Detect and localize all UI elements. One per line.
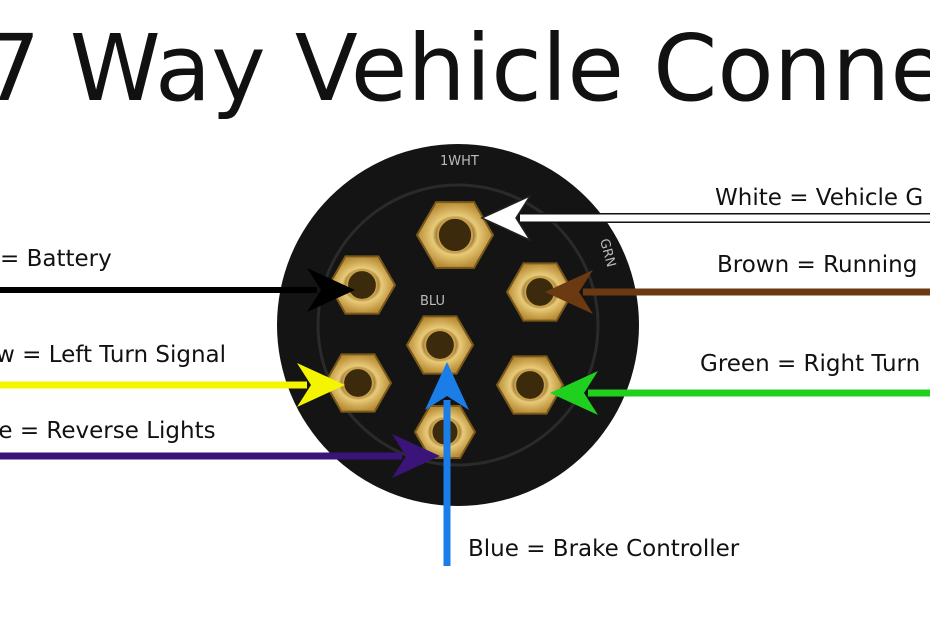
marking-top: 1WHT <box>440 154 479 169</box>
connector-ring <box>316 183 600 467</box>
label-white: White = Vehicle G <box>715 185 923 211</box>
label-brown: Brown = Running <box>717 252 917 278</box>
label-left-turn: w = Left Turn Signal <box>0 342 226 368</box>
pin-screw-top <box>436 216 474 254</box>
arrow-blue <box>425 362 469 566</box>
label-battery: = Battery <box>0 246 112 272</box>
arrow-black <box>0 268 355 312</box>
pin-screw-lower-right <box>514 369 546 401</box>
label-reverse: le = Reverse Lights <box>0 418 216 444</box>
pin-screw-center <box>424 329 456 361</box>
arrow-green <box>550 371 930 415</box>
arrow-purple <box>0 434 440 478</box>
marking-center: BLU <box>420 294 445 309</box>
pin-screw-upper-left <box>346 269 378 301</box>
arrow-brown <box>545 270 930 314</box>
diagram-title: 7 Way Vehicle Connecto <box>0 15 930 122</box>
arrow-white <box>480 194 930 242</box>
label-green: Green = Right Turn <box>700 351 920 377</box>
label-blue: Blue = Brake Controller <box>468 536 740 562</box>
pin-screw-lower-left <box>342 367 374 399</box>
marking-right: GRN <box>596 237 618 269</box>
arrow-yellow <box>0 363 345 407</box>
